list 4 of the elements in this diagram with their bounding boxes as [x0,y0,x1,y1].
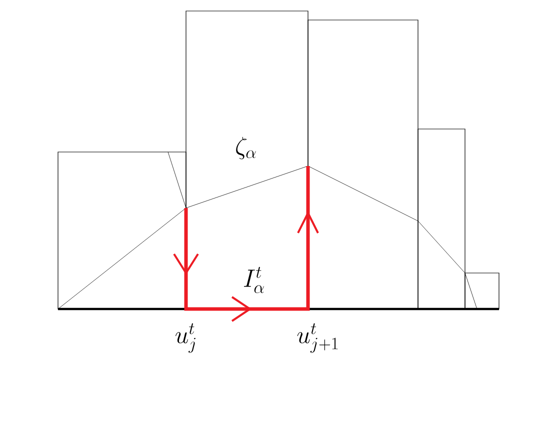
math-label: $u^t_{j+1}$ [297,323,338,353]
math-label: $\zeta_\alpha$ [236,136,256,160]
math-label: $I^t_\alpha$ [244,266,264,294]
math-label: $u^t_j$ [176,323,196,353]
